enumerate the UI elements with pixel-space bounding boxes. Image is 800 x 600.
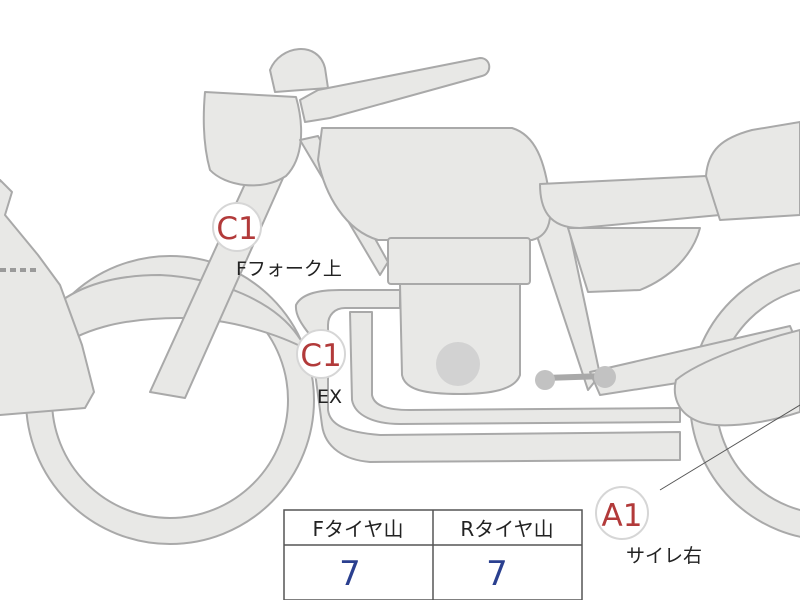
engine-block <box>399 283 521 395</box>
footrest-right <box>594 366 616 388</box>
marker-circle <box>296 329 346 379</box>
handlebar <box>299 57 491 123</box>
fuel-tank <box>317 127 552 241</box>
front-tire-value: 7 <box>339 554 361 594</box>
headlight <box>202 91 303 187</box>
marker-label: サイレ右 <box>626 545 702 567</box>
marker-circle <box>212 202 262 252</box>
tire-tread-table: Fタイヤ山 Rタイヤ山 7 7 <box>283 509 583 600</box>
marker-circle <box>595 486 649 540</box>
rear-tire-header: Rタイヤ山 <box>460 517 553 541</box>
damage-marker-muffler: A1 サイレ右 <box>595 486 702 567</box>
front-tire-header: Fタイヤ山 <box>313 517 404 541</box>
damage-marker-fork: C1 Fフォーク上 <box>212 202 342 280</box>
marker-grade: A1 <box>602 498 643 534</box>
seat <box>539 175 721 229</box>
marker-grade: C1 <box>300 338 341 374</box>
engine-cover <box>436 342 480 386</box>
marker-label: Fフォーク上 <box>236 258 342 280</box>
side-cover <box>567 227 701 293</box>
damage-marker-exhaust: C1 EX <box>296 329 346 408</box>
muffler <box>673 329 800 427</box>
leader-line-a1 <box>659 404 800 491</box>
cylinder-head <box>387 237 531 285</box>
swingarm <box>589 325 800 396</box>
meter <box>269 48 329 93</box>
motorcycle-outline <box>0 48 800 545</box>
marker-label: EX <box>317 386 342 408</box>
rear-cowl <box>705 121 800 221</box>
rear-tire-value: 7 <box>486 554 508 594</box>
marker-grade: C1 <box>216 211 257 247</box>
front-fairing <box>0 179 95 416</box>
footrest-left <box>535 370 555 390</box>
